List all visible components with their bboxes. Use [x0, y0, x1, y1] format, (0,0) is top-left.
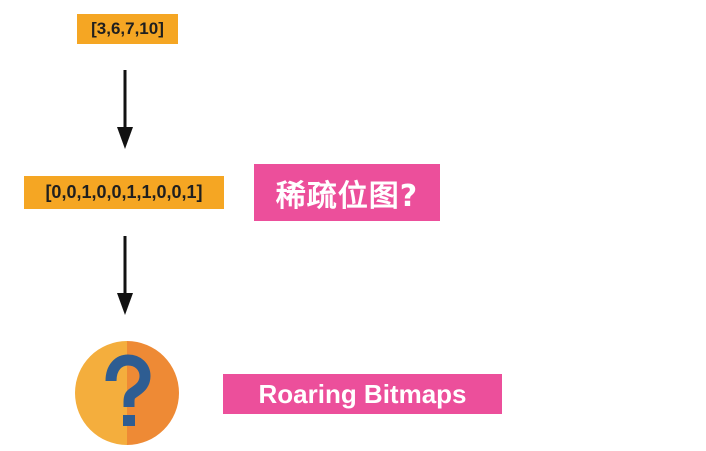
input-array-text: [3,6,7,10] — [91, 19, 164, 38]
question-mark-icon — [75, 341, 179, 445]
roaring-bitmaps-label-text: Roaring Bitmaps — [258, 378, 467, 409]
arrow-head-1 — [117, 127, 133, 149]
bitmap-array-text: [0,0,1,0,0,1,1,0,0,1] — [45, 182, 203, 202]
arrow-head-2 — [117, 293, 133, 315]
bitmap-array-box: [0,0,1,0,0,1,1,0,0,1] — [24, 176, 224, 209]
question-mark-dot — [123, 415, 135, 426]
question-mark-glyph — [105, 354, 151, 408]
input-array-box: [3,6,7,10] — [77, 14, 178, 44]
roaring-bitmaps-label-box: Roaring Bitmaps — [223, 374, 502, 414]
sparse-bitmap-label-text: 稀疏位图? — [275, 178, 419, 214]
sparse-bitmap-label-box: 稀疏位图? — [254, 164, 440, 221]
